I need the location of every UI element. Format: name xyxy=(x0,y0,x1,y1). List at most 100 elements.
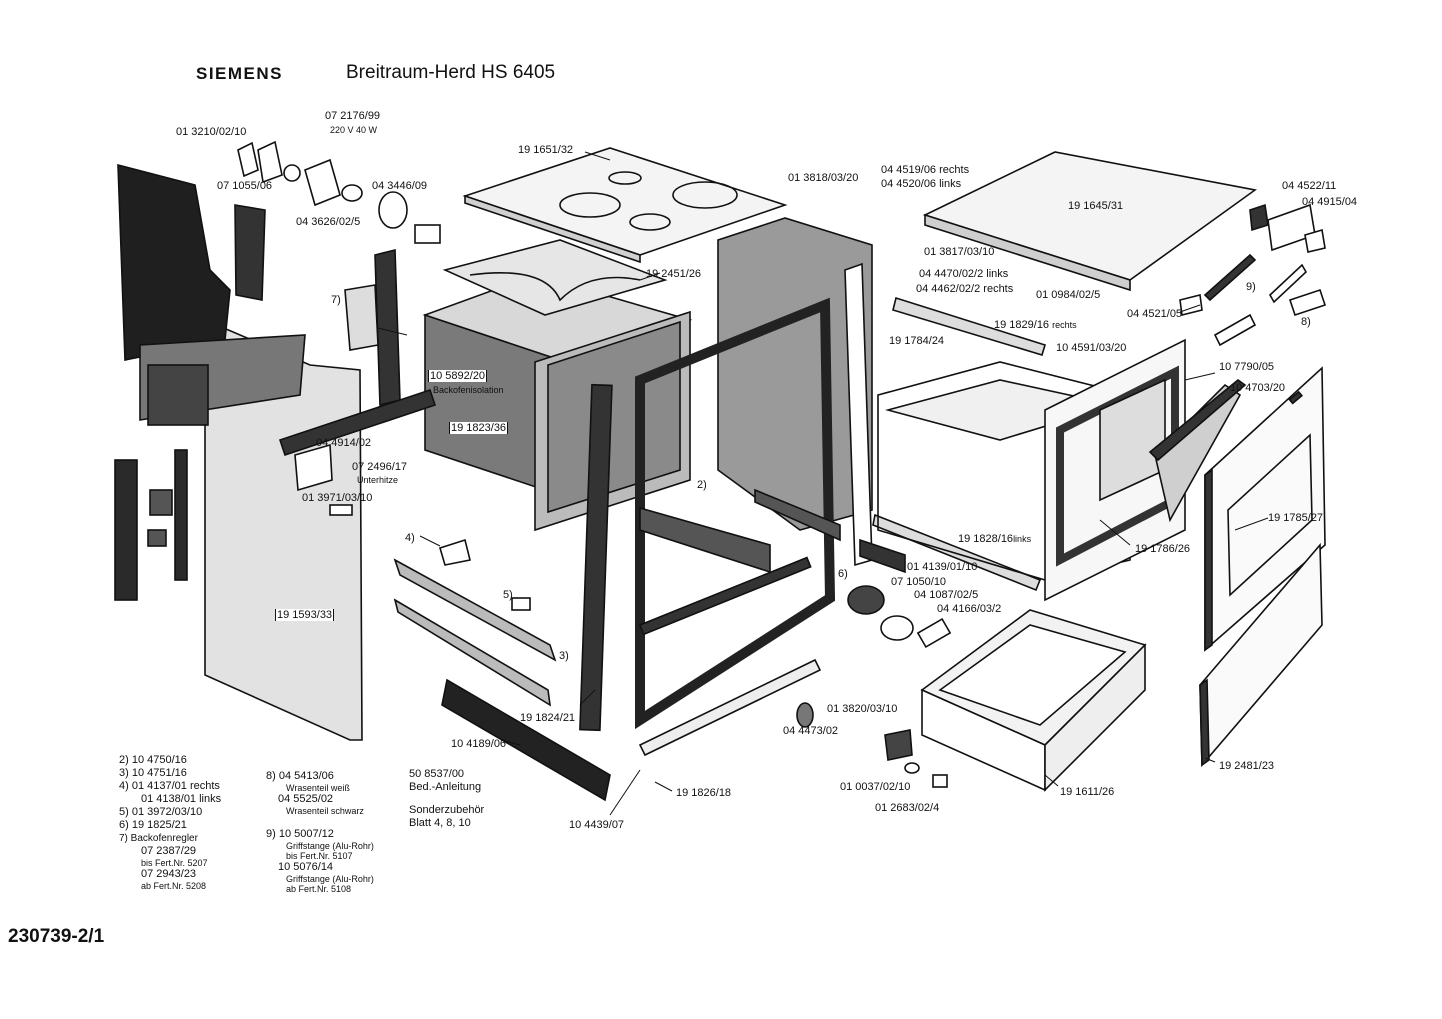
callout-marker: 4) xyxy=(405,532,415,544)
part-label: 04 1087/02/5 xyxy=(914,589,979,601)
legend-note: ab Fert.Nr. 5208 xyxy=(141,881,207,891)
part-label: 19 2451/26 xyxy=(646,268,702,280)
legend-note: Griffstange (Alu-Rohr) xyxy=(286,874,374,884)
legend-entry: 01 4138/01 links xyxy=(141,793,222,805)
part-label: 19 1828/16links xyxy=(958,533,1031,545)
part-label: 04 4914/02 xyxy=(316,437,372,449)
part-label: 01 3820/03/10 xyxy=(827,703,898,715)
part-label: 01 3971/03/10 xyxy=(302,492,373,504)
callout-marker: 6) xyxy=(838,568,848,580)
part-label: 01 3210/02/10 xyxy=(176,126,247,138)
part-label: 04 4522/11 xyxy=(1282,180,1337,192)
part-label: 01 3818/03/20 xyxy=(788,172,859,184)
part-label: 01 0037/02/10 xyxy=(840,781,911,793)
page-title: Breitraum-Herd HS 6405 xyxy=(346,62,556,83)
part-label: 04 4915/04 xyxy=(1302,196,1358,208)
part-label: 19 1826/18 xyxy=(676,787,732,799)
part-description: Backofenisolation xyxy=(433,385,504,395)
door-glass xyxy=(1148,378,1247,523)
part-label-boxed: 19 1823/36 xyxy=(449,422,509,434)
part-number: 19 1828/16 xyxy=(958,533,1014,545)
part-label: 10 4439/07 xyxy=(569,819,625,831)
legend-entry: Blatt 4, 8, 10 xyxy=(409,817,471,829)
part-label: 07 1050/10 xyxy=(891,576,947,588)
part-label: 07 1055/06 xyxy=(217,180,273,192)
outer-door xyxy=(1204,366,1326,652)
part-label: 04 4166/03/2 xyxy=(937,603,1002,615)
part-label: 19 1611/26 xyxy=(1060,786,1115,798)
part-label: 19 1829/16 rechts xyxy=(994,319,1077,331)
part-label: 04 4521/05 xyxy=(1127,308,1183,320)
part-label-boxed: 10 5892/20 xyxy=(428,370,488,382)
part-label: 19 1651/32 xyxy=(518,144,574,156)
legend-entry: 50 8537/00 xyxy=(409,768,465,780)
legend-entry: 3) 10 4751/16 xyxy=(119,767,187,779)
regulator-parts xyxy=(237,140,531,611)
drawer-frame xyxy=(877,338,1186,602)
legend-entry: 5) 01 3972/03/10 xyxy=(119,806,203,818)
part-label: 04 4519/06 rechts xyxy=(881,164,970,176)
oven-muffle xyxy=(422,239,693,532)
callout-marker: 5) xyxy=(503,589,513,601)
callout-marker: 2) xyxy=(697,479,707,491)
drawer-front xyxy=(1199,542,1323,768)
legend-entry: 8) 04 5413/06 xyxy=(266,770,334,782)
part-label: 10 4703/20 xyxy=(1230,382,1286,394)
part-label: 01 3817/03/10 xyxy=(924,246,995,258)
part-label: 19 1786/26 xyxy=(1135,543,1191,555)
part-label: 19 1645/31 xyxy=(1068,200,1124,212)
document-number: 230739-2/1 xyxy=(8,926,105,947)
part-label-boxed: 19 1593/33 xyxy=(275,609,335,621)
legend-note: Wrasenteil weiß xyxy=(286,783,350,793)
legend-note: bis Fert.Nr. 5207 xyxy=(141,858,208,868)
side-panel-right xyxy=(717,217,873,567)
legend-col-3: 50 8537/00 Bed.-Anleitung Sonderzubehör … xyxy=(409,768,484,830)
legend-entry: Sonderzubehör xyxy=(409,804,485,816)
part-description: Unterhitze xyxy=(357,475,399,485)
callout-marker: 7) xyxy=(331,294,341,306)
callout-marker: 9) xyxy=(1246,281,1256,293)
part-spec: 220 V 40 W xyxy=(330,125,378,135)
brand-logo-text: SIEMENS xyxy=(196,64,284,83)
part-label: 10 7790/05 xyxy=(1219,361,1275,373)
drawer-box xyxy=(920,609,1147,792)
part-label: 07 2176/99 xyxy=(325,110,381,122)
part-number: 19 1829/16 xyxy=(994,319,1050,331)
drawer-lid xyxy=(922,151,1257,292)
legend-entry: 10 5076/14 xyxy=(278,861,334,873)
legend-entry: 04 5525/02 xyxy=(278,793,334,805)
part-label: 04 3626/02/5 xyxy=(296,216,361,228)
legend-entry: 4) 01 4137/01 rechts xyxy=(119,780,220,792)
side-panel-left xyxy=(117,163,363,741)
legend-entry: 2) 10 4750/16 xyxy=(119,754,187,766)
part-label: 04 4520/06 links xyxy=(881,178,962,190)
legend-entry: 6) 19 1825/21 xyxy=(119,819,187,831)
legend-note: Wrasenteil schwarz xyxy=(286,806,364,816)
part-label: 04 3446/09 xyxy=(372,180,428,192)
part-label: 07 2496/17 xyxy=(352,461,408,473)
door-frame xyxy=(579,297,836,757)
part-label: 10 4189/06 xyxy=(451,738,507,750)
part-label: 19 1824/21 xyxy=(520,712,576,724)
part-label: 19 1785/27 xyxy=(1268,512,1324,524)
cooktop-plate xyxy=(462,147,788,264)
legend-entry: 9) 10 5007/12 xyxy=(266,828,334,840)
part-label: 01 4139/01/10 xyxy=(907,561,978,573)
part-label: 10 4591/03/20 xyxy=(1056,342,1127,354)
part-label: 04 4462/02/2 rechts xyxy=(916,283,1014,295)
leader-lines xyxy=(377,151,1269,816)
right-small-parts xyxy=(796,203,1327,788)
part-label: 19 1784/24 xyxy=(889,335,945,347)
legend-entry: 07 2387/29 xyxy=(141,845,197,857)
legend-entry: Bed.-Anleitung xyxy=(409,781,482,793)
part-side: links xyxy=(1013,534,1032,544)
legend-note: Griffstange (Alu-Rohr) xyxy=(286,841,374,851)
callout-marker: 3) xyxy=(559,650,569,662)
callout-marker: 8) xyxy=(1301,316,1311,328)
part-label: 19 2481/23 xyxy=(1219,760,1275,772)
legend-entry: 07 2943/23 xyxy=(141,868,197,880)
part-label: 01 2683/02/4 xyxy=(875,802,940,814)
legend-entry: 7) Backofenregler xyxy=(119,833,198,844)
